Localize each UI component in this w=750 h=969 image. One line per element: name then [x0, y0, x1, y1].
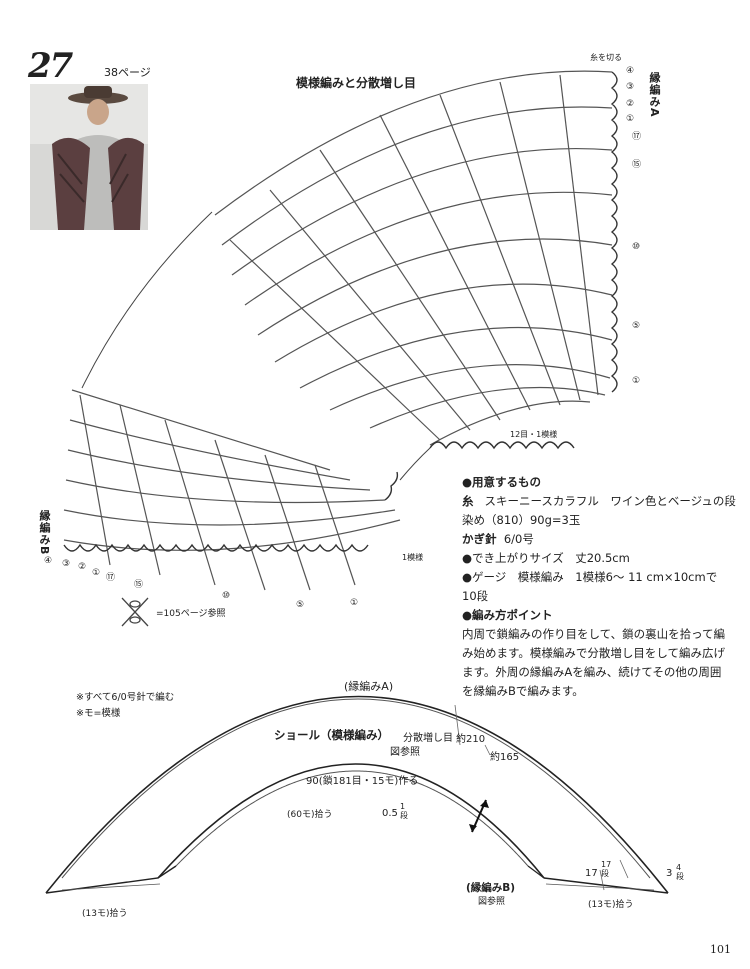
left-row-2: ② [78, 562, 87, 572]
schematic-edge-b-ref: 図参照 [478, 897, 506, 907]
model-photo [30, 84, 148, 230]
schematic-pick-60: (60モ)拾う [287, 810, 333, 820]
points-line-4: を縁編みBで編みます。 [462, 684, 584, 698]
right-row-17: ⑰ [632, 132, 642, 142]
schematic-about-210: 約210 [456, 734, 486, 745]
yarn-label: 糸 [462, 494, 474, 508]
points-line-1: 内周で鎖編みの作り目をして、鎖の裏山を拾って編 [462, 627, 726, 641]
right-row-4: ④ [626, 66, 635, 76]
edge-b-label: 縁編みB [38, 510, 51, 556]
stitch-symbol-icon [121, 597, 149, 627]
materials-block: ●用意するもの 糸 スキーニースカラフル ワイン色とベージュの段 染め（810）… [462, 473, 742, 701]
yarn-line: 糸 スキーニースカラフル ワイン色とベージュの段 [462, 492, 742, 511]
left-row-15: ⑮ [134, 580, 144, 590]
schematic-increase-2: 図参照 [390, 747, 420, 758]
right-row-2: ② [626, 99, 635, 109]
schematic-side-num: 3 [666, 868, 673, 879]
note-1: ※すべて6/0号針で編む [76, 692, 175, 703]
schematic-shawl: ショール（模様編み） [274, 728, 389, 742]
schematic-pick-13-left: (13モ)拾う [82, 909, 128, 919]
schematic-about-165: 約165 [490, 752, 520, 763]
yarn-value-2: 染め（810）90g=3玉 [462, 513, 581, 527]
hook-label: かぎ針 [462, 532, 497, 546]
right-row-1b: ① [632, 376, 641, 386]
repeat-12-label: 12目・1模様 [510, 430, 558, 439]
cut-yarn-label: 糸を切る [590, 53, 622, 62]
schematic-depth-num: 0.5 [382, 808, 398, 819]
right-row-15: ⑮ [632, 160, 642, 170]
hook-value: 6/0号 [503, 532, 534, 546]
schematic-side-rows: 4段 [676, 863, 684, 881]
page-number: 101 [710, 943, 731, 956]
notes-block: ※すべて6/0号針で編む ※モ=模様 [76, 690, 174, 722]
schematic-increase-1: 分散増し目 [403, 733, 453, 744]
schematic-edge-a: (縁編みA) [344, 680, 394, 693]
edge-a-label: 縁編みA [648, 72, 661, 118]
yarn-value-1: スキーニースカラフル ワイン色とベージュの段 [484, 494, 736, 508]
gauge-line-2: 10段 [462, 589, 489, 603]
schematic-height-rows: 17段 [601, 860, 612, 878]
schematic-pick-13-right: (13モ)拾う [588, 900, 634, 910]
ref-105-label: =105ページ参照 [156, 609, 226, 619]
left-row-1b: ① [350, 598, 359, 608]
left-row-5: ⑤ [296, 600, 305, 610]
schematic-depth-rows: 1段 [400, 802, 408, 820]
gauge-line-1: ●ゲージ 模様編み 1模様6～ 11 cm×10cmで [462, 570, 718, 584]
schematic-edge-b: (縁編みB) [466, 882, 516, 894]
repeat-1-label: 1模様 [402, 553, 424, 562]
pattern-number: 27 [28, 46, 73, 86]
schematic-height-num: 17 [585, 868, 598, 879]
note-2: ※モ=模様 [76, 708, 121, 719]
points-heading: ●編み方ポイント [462, 608, 553, 622]
right-row-5: ⑤ [632, 321, 641, 331]
points-line-2: み始めます。模様編みで分散増し目をして編み広げ [462, 646, 726, 660]
left-row-17: ⑰ [106, 573, 116, 583]
hook-line: かぎ針 6/0号 [462, 530, 742, 549]
points-line-3: ます。外周の縁編みAを編み、続けてその他の周囲 [462, 665, 722, 679]
direction-arrow-icon [469, 799, 489, 833]
left-row-4: ④ [44, 556, 53, 566]
chart-title: 模様編みと分散増し目 [296, 76, 417, 90]
right-row-10: ⑩ [632, 242, 641, 252]
right-row-1: ① [626, 114, 635, 124]
left-row-3: ③ [62, 559, 71, 569]
schematic-chain-start: 90(鎖181目・15モ)作る [306, 776, 419, 787]
left-row-10: ⑩ [222, 591, 231, 601]
page-reference: 38ページ [104, 66, 151, 79]
model-photo-illustration [30, 84, 148, 230]
materials-heading: ●用意するもの [462, 475, 542, 489]
right-row-3: ③ [626, 82, 635, 92]
size-line: ●でき上がりサイズ 丈20.5cm [462, 551, 630, 565]
left-row-1: ① [92, 568, 101, 578]
